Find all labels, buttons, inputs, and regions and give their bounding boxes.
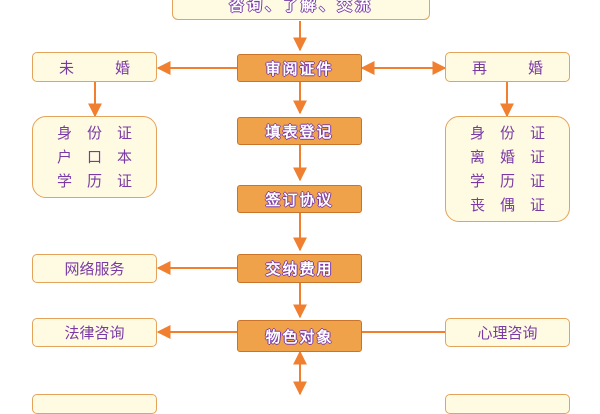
doc-row: 身 份 证 <box>446 122 569 144</box>
consult-box: 咨询、了解、交流 <box>172 0 430 20</box>
step-label: 审阅证件 <box>265 59 334 78</box>
bottom-left-box <box>32 394 157 414</box>
doc-row: 学 历 证 <box>446 170 569 192</box>
doc-char: 历 <box>86 172 102 190</box>
doc-char: 身 <box>57 124 73 142</box>
step-fill-registration: 填表登记 <box>237 117 362 145</box>
doc-row: 户 口 本 <box>33 146 156 168</box>
consult-label: 咨询、了解、交流 <box>228 0 373 14</box>
remarried-box: 再 婚 <box>445 52 570 82</box>
doc-char: 证 <box>116 124 132 142</box>
doc-char: 本 <box>116 148 132 166</box>
unmarried-char: 未 <box>59 58 75 77</box>
step-pay-fees: 交纳费用 <box>237 254 362 283</box>
bottom-right-box <box>445 394 570 414</box>
doc-char: 证 <box>529 196 545 214</box>
step-label: 填表登记 <box>265 122 334 141</box>
doc-char: 历 <box>499 172 515 190</box>
doc-char: 丧 <box>470 196 486 214</box>
step-label: 签订协议 <box>265 190 334 209</box>
doc-char: 份 <box>499 124 515 142</box>
doc-char: 份 <box>86 124 102 142</box>
step-label: 物色对象 <box>265 327 334 346</box>
doc-row: 离 婚 证 <box>446 146 569 168</box>
doc-char: 证 <box>529 124 545 142</box>
doc-char: 证 <box>529 148 545 166</box>
doc-char: 学 <box>470 172 486 190</box>
doc-row: 学 历 证 <box>33 170 156 192</box>
doc-char: 证 <box>116 172 132 190</box>
doc-char: 身 <box>470 124 486 142</box>
unmarried-char: 婚 <box>114 58 130 77</box>
doc-row: 丧 偶 证 <box>446 194 569 216</box>
doc-row: 身 份 证 <box>33 122 156 144</box>
psych-consult-box: 心理咨询 <box>445 318 570 347</box>
step-sign-agreement: 签订协议 <box>237 185 362 213</box>
legal-consult-label: 法律咨询 <box>64 324 125 342</box>
step-review-documents: 审阅证件 <box>237 54 362 82</box>
flowchart-connectors <box>88 21 514 396</box>
unmarried-box: 未 婚 <box>32 52 157 82</box>
psych-consult-label: 心理咨询 <box>477 324 538 342</box>
unmarried-documents: 身 份 证 户 口 本 学 历 证 <box>32 116 157 198</box>
remarried-char: 婚 <box>527 58 543 77</box>
legal-consult-box: 法律咨询 <box>32 318 157 347</box>
doc-char: 偶 <box>499 196 515 214</box>
doc-char: 口 <box>86 148 102 166</box>
doc-char: 学 <box>57 172 73 190</box>
remarried-documents: 身 份 证 离 婚 证 学 历 证 丧 偶 证 <box>445 116 570 222</box>
network-service-box: 网络服务 <box>32 254 157 283</box>
doc-char: 离 <box>470 148 486 166</box>
step-label: 交纳费用 <box>265 260 334 278</box>
doc-char: 证 <box>529 172 545 190</box>
step-find-partner: 物色对象 <box>237 320 362 352</box>
doc-char: 户 <box>57 148 73 166</box>
doc-char: 婚 <box>499 148 515 166</box>
remarried-char: 再 <box>472 58 488 77</box>
network-service-label: 网络服务 <box>64 260 125 278</box>
